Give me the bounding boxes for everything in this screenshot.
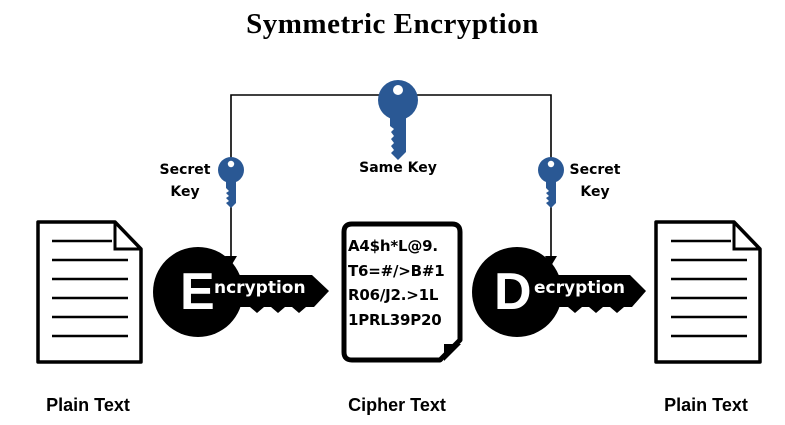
plain-text-label-left: Plain Text [46,395,130,415]
decryption-key-shape [472,247,646,337]
encryption-word: ncryption [214,278,306,298]
cipher-line: A4$h*L@9. [348,237,438,255]
secret-key-label-right: Secret Key [560,159,630,203]
decryption-initial: D [494,263,532,321]
cipher-line: T6=#/>B#1 [348,261,445,280]
diagram-title: Symmetric Encryption [246,8,539,40]
secret-key-label-left-line1: Secret [159,162,211,178]
secret-key-label-left-line2: Key [170,184,200,200]
cipher-line: R06/J2.>1L [348,286,439,304]
secret-key-label-right-line2: Key [580,184,610,200]
cipher-line: 1PRL39P20 [348,310,442,329]
plain-text-document-icon-left [36,220,143,364]
cipher-document-icon [341,221,463,363]
secret-key-label-left: Secret Key [150,159,220,203]
decryption-word: ecryption [534,278,625,298]
encryption-key-shape [153,247,329,337]
same-key-label: Same Key [359,160,437,176]
secret-key-label-right-line1: Secret [569,162,621,178]
plain-text-label-right: Plain Text [664,395,748,415]
cipher-text-content: A4$h*L@9. T6=#/>B#1 R06/J2.>1L 1PRL39P20 [348,234,458,332]
secret-key-icon-right [538,157,564,208]
cipher-text-label: Cipher Text [348,395,446,415]
secret-key-icon-left [218,157,244,208]
arrow-down-decryption [545,256,557,266]
encryption-initial: E [180,263,215,321]
same-key-icon [378,80,418,160]
plain-text-document-icon-right [654,220,762,364]
